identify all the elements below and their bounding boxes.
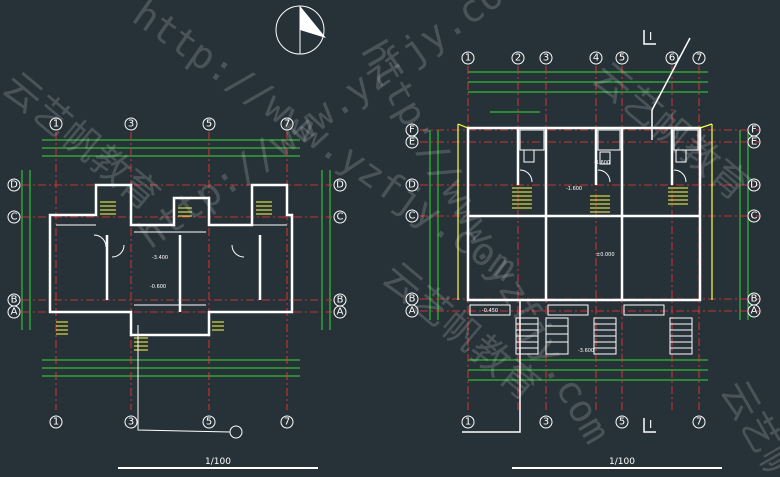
right-axis-bubbles-top: 1 2 3 4 5 6 7 — [461, 51, 706, 65]
left-axis-bubbles-right: D C B A — [333, 178, 347, 319]
right-elevation-label-2: -1.600 — [566, 186, 582, 192]
axis-bubble-label: 3 — [128, 119, 134, 130]
axis-bubble-label: D — [408, 180, 416, 191]
left-axis-bubbles-bottom: 1 3 5 7 — [49, 415, 294, 429]
axis-bubble-label: B — [409, 294, 416, 305]
left-floor-plan: -0.600 -3.400 1 3 5 7 1 3 5 7 D — [7, 117, 347, 469]
axis-bubble-label: C — [751, 211, 758, 222]
right-axis-bubbles-left: F E D C B A — [405, 123, 419, 318]
axis-bubble-label: 3 — [128, 417, 134, 428]
right-axis-bubbles-bottom: 1 3 5 7 — [461, 415, 706, 429]
axis-bubble-label: C — [409, 211, 416, 222]
section-cut-markers — [462, 30, 691, 433]
left-inner-walls — [56, 224, 287, 306]
axis-bubble-label: 7 — [284, 417, 290, 428]
axis-bubble-label: A — [751, 306, 758, 317]
left-axis-bubbles-top: 1 3 5 7 — [49, 117, 294, 131]
right-elevation-label-1: ±0.000 — [596, 252, 615, 258]
watermark-cn-3: 云艺帆教育 — [584, 53, 758, 209]
right-axis-bubbles-right: F E D C B A — [747, 123, 761, 318]
right-fixtures — [519, 129, 699, 183]
left-elevation-label-2: -3.400 — [152, 255, 168, 261]
axis-bubble-label: 5 — [206, 417, 212, 428]
right-dimension-lines — [429, 71, 749, 381]
watermark-cn-1: 云艺帆教育 — [0, 63, 168, 219]
axis-bubble-label: 5 — [619, 53, 625, 64]
left-stairs — [56, 201, 272, 351]
right-floor-plan: I I ±0.000 -1.600 -3.600 -0.450 -1.600 1… — [405, 30, 761, 469]
axis-bubble-label: E — [409, 137, 415, 148]
left-walls — [48, 183, 294, 337]
axis-bubble-label: C — [11, 212, 18, 223]
right-elevation-label-5: -1.600 — [594, 160, 610, 166]
axis-bubble-label: D — [336, 180, 344, 191]
right-stairs — [512, 187, 688, 213]
axis-bubble-label: 5 — [619, 417, 625, 428]
axis-bubble-label: 1 — [53, 417, 59, 428]
watermark-url-2: http://www.yzfjy.com — [352, 33, 619, 451]
axis-bubble-label: B — [751, 294, 758, 305]
axis-bubble-label: 6 — [669, 53, 675, 64]
axis-bubble-label: F — [409, 125, 415, 136]
axis-bubble-label: 7 — [696, 417, 702, 428]
axis-bubble-label: 2 — [515, 53, 521, 64]
right-elevation-label-4: -0.450 — [482, 308, 498, 314]
axis-bubble-label: B — [11, 295, 18, 306]
north-arrow-icon — [275, 5, 326, 55]
axis-bubble-label: B — [337, 295, 344, 306]
right-elevation-label-3: -3.600 — [578, 348, 594, 354]
section-marker-bottom: I — [649, 418, 652, 431]
axis-bubble-label: A — [11, 307, 18, 318]
axis-bubble-label: 1 — [465, 53, 471, 64]
axis-bubble-label: D — [10, 180, 18, 191]
right-walls — [466, 126, 702, 302]
left-dimension-lines — [21, 139, 331, 377]
left-section-leader — [137, 325, 243, 439]
axis-bubble-label: 3 — [543, 417, 549, 428]
left-scale-label: 1/100 — [205, 457, 231, 467]
axis-bubble-label: 1 — [53, 119, 59, 130]
right-scale-label: 1/100 — [609, 457, 635, 467]
axis-bubble-label: 4 — [593, 53, 599, 64]
axis-bubble-label: 1 — [465, 417, 471, 428]
axis-bubble-label: D — [750, 180, 758, 191]
section-marker-top: I — [649, 30, 652, 43]
axis-bubble-label: 3 — [543, 53, 549, 64]
axis-bubble-label: F — [751, 125, 757, 136]
axis-bubble-label: A — [337, 307, 344, 318]
right-yellow-edges — [457, 123, 713, 300]
axis-bubble-label: 7 — [284, 119, 290, 130]
axis-bubble-label: C — [337, 212, 344, 223]
left-axis-bubbles-left: D C B A — [7, 178, 21, 319]
axis-bubble-label: E — [751, 137, 757, 148]
axis-bubble-label: 5 — [206, 119, 212, 130]
watermark-cn-4: 云艺帆 — [712, 373, 780, 477]
axis-bubble-label: 7 — [696, 53, 702, 64]
left-elevation-label-1: -0.600 — [150, 284, 166, 290]
axis-bubble-label: A — [409, 306, 416, 317]
